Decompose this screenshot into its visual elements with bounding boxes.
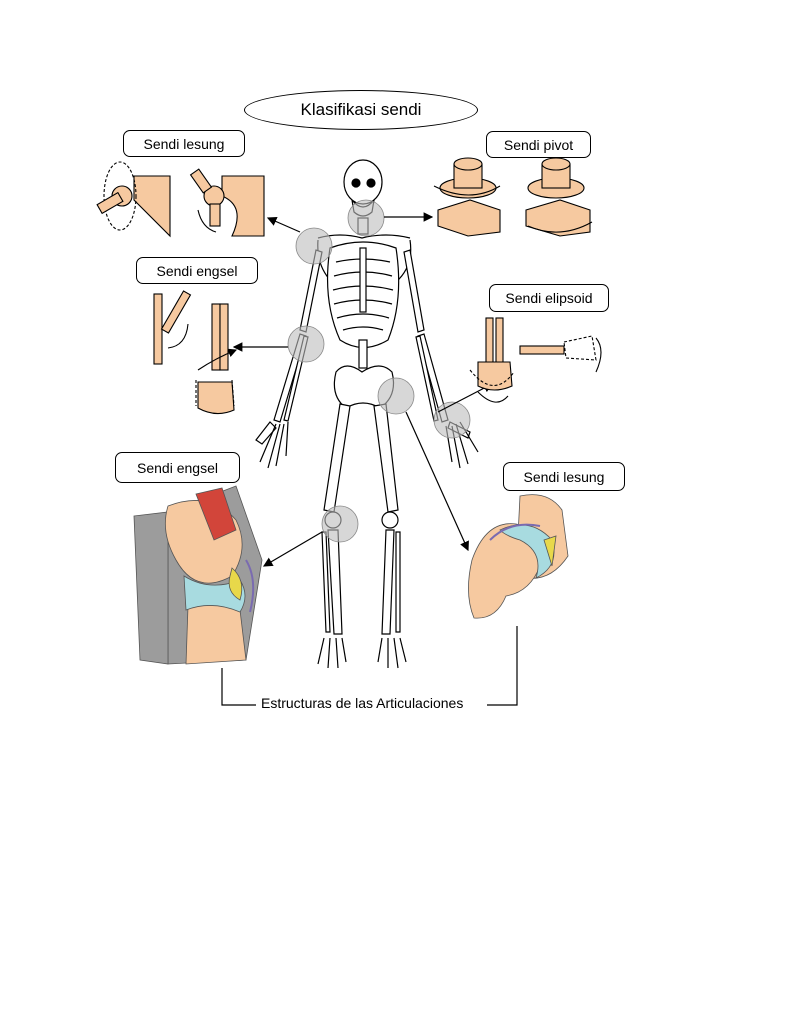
- label-ellipsoid: Sendi elipsoid: [489, 284, 609, 312]
- figure-caption: Estructuras de las Articulaciones: [258, 695, 467, 711]
- ball-socket-model: [96, 161, 265, 238]
- label-hinge-top: Sendi engsel: [136, 257, 258, 284]
- arrow-knee-to-hinge-detail: [262, 531, 323, 567]
- elbow-joint-highlight: [287, 325, 325, 363]
- connector-arrows: [221, 212, 518, 706]
- shoulder-joint-highlight: [295, 227, 333, 265]
- hip-joint-highlight: [377, 377, 415, 415]
- label-ball-socket-top: Sendi lesung: [123, 130, 245, 157]
- wrist-joint-highlight: [433, 401, 471, 439]
- diagram-title: Klasifikasi sendi: [244, 90, 478, 130]
- knee-joint-highlight: [321, 505, 359, 543]
- knee-joint-illustration: [133, 485, 263, 665]
- neck-joint-highlight: [347, 199, 385, 237]
- label-ball-socket-bottom: Sendi lesung: [503, 462, 625, 491]
- label-pivot: Sendi pivot: [486, 131, 591, 158]
- hinge-model: [153, 290, 238, 415]
- ellipsoid-model: [469, 317, 602, 403]
- caption-bracket: [221, 668, 256, 706]
- arrow-shoulder-to-ball-socket: [266, 216, 301, 233]
- joint-highlights: [287, 199, 471, 543]
- hip-joint-illustration: [468, 494, 569, 619]
- pivot-model: [433, 157, 593, 237]
- label-hinge-bottom: Sendi engsel: [115, 452, 240, 483]
- arrow-hip-to-ball-socket-detail: [405, 411, 469, 552]
